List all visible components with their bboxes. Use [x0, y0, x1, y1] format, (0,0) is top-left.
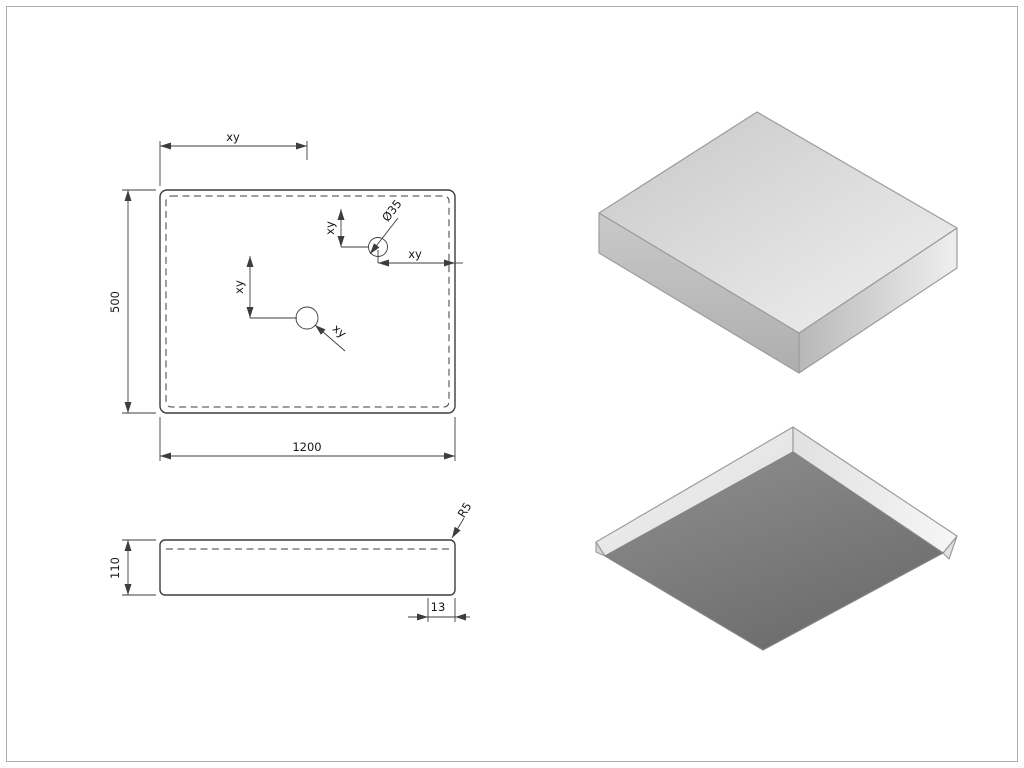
leader-line: [451, 517, 465, 539]
leader-label-main-hole: xy: [330, 321, 350, 341]
dim-label-plan-width: 1200: [292, 440, 321, 454]
dim-label-small-hole-horizontal: xy: [408, 247, 422, 261]
side-view: 110 R5 13: [108, 500, 475, 622]
plan-view: xy 500 1200 xy xy: [108, 130, 463, 461]
iso-top-view: [598, 111, 958, 374]
leader-main-hole: xy: [314, 321, 350, 352]
dim-small-hole-vertical: xy: [323, 209, 369, 248]
iso-bottom-view: [595, 426, 958, 651]
dim-label-top-width: xy: [226, 130, 240, 144]
leader-line: [314, 324, 346, 352]
iso-top-face: [598, 111, 958, 334]
callout-corner-radius: R5: [451, 500, 475, 539]
dim-main-hole-vertical: xy: [232, 256, 297, 319]
label-corner-radius: R5: [455, 500, 475, 520]
leader-line: [369, 217, 399, 255]
plan-outline: [159, 189, 456, 414]
dim-small-hole-horizontal: xy: [377, 247, 463, 267]
dim-side-height: 110: [108, 539, 156, 596]
main-hole: [295, 306, 319, 330]
dim-label-wall-thickness: 13: [431, 600, 446, 614]
plan-inner-cavity-dashed: [165, 195, 450, 408]
label-small-hole-diameter: Ø35: [379, 197, 405, 224]
dim-label-side-height: 110: [108, 557, 122, 579]
dim-plan-left: 500: [108, 189, 156, 414]
side-outline: [159, 539, 456, 596]
dim-label-small-hole-vertical: xy: [323, 221, 337, 235]
page-border: [6, 6, 1018, 762]
dim-wall-thickness: 13: [408, 598, 470, 622]
dim-label-main-hole-vertical: xy: [232, 280, 246, 294]
dim-plan-top: xy: [159, 130, 308, 186]
underside-face: [604, 451, 944, 651]
dim-plan-bottom: 1200: [159, 417, 456, 461]
dim-label-plan-height: 500: [108, 291, 122, 313]
